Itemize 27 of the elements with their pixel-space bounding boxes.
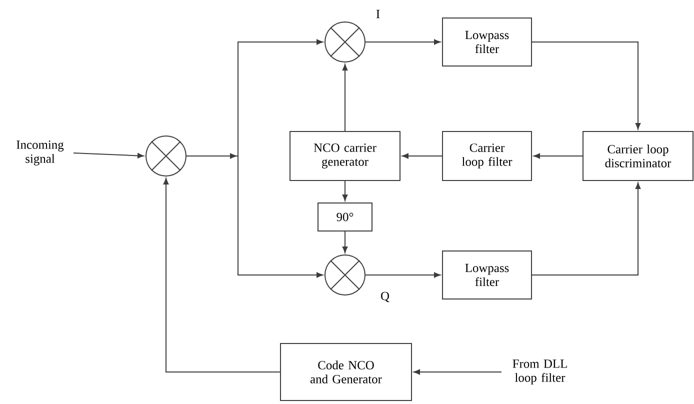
arrow xyxy=(73,152,144,158)
mixer-symbol xyxy=(146,136,186,176)
arrow xyxy=(365,272,440,278)
arrow xyxy=(342,180,348,201)
arrow xyxy=(534,153,583,159)
mixer-symbol xyxy=(324,254,366,296)
mixer-symbol xyxy=(324,22,366,62)
channel-label: Q xyxy=(381,292,390,302)
block-box: 90° xyxy=(318,202,372,232)
arrow xyxy=(532,182,641,276)
block-box: Lowpass filter xyxy=(442,250,532,300)
channel-label: I xyxy=(376,10,380,18)
arrow xyxy=(186,39,323,278)
signal-label: Incoming signal xyxy=(16,140,64,166)
signal-label: From DLL loop filter xyxy=(512,360,567,384)
arrow xyxy=(402,153,442,159)
arrow xyxy=(365,39,440,45)
arrow xyxy=(163,178,280,372)
arrow xyxy=(342,64,348,132)
block-box: Code NCO and Generator xyxy=(280,343,412,401)
block-box: Carrier loop discriminator xyxy=(582,131,694,181)
block-box: Carrier loop filter xyxy=(442,131,532,181)
block-box: Lowpass filter xyxy=(442,18,532,66)
block-box: NCO carrier generator xyxy=(290,131,400,181)
arrow xyxy=(532,42,641,130)
arrow xyxy=(414,369,502,375)
arrow xyxy=(342,231,348,253)
